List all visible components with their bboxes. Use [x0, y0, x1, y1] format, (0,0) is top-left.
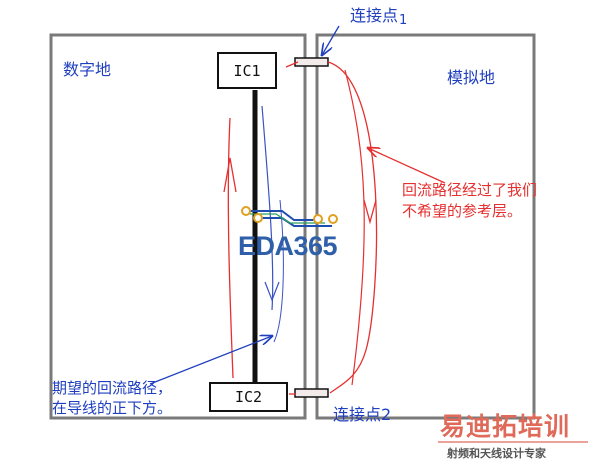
trace-via-symbol	[241, 206, 338, 227]
connection-point-2	[294, 388, 329, 398]
eda365-watermark: EDA365	[238, 231, 338, 261]
connection-point-1-label: 连接点1	[350, 6, 407, 28]
desired-return-path-line	[227, 117, 234, 379]
connection-point-1-index: 1	[399, 13, 408, 28]
connector1-label-leader	[322, 25, 340, 55]
ic2-label: IC2	[234, 388, 263, 406]
desired-path-note-line2: 在导线的正下方。	[52, 399, 173, 417]
signal-current-line	[261, 105, 274, 311]
connection-point-1	[294, 57, 329, 67]
ic1-label: IC1	[233, 61, 261, 80]
digital-ground-label: 数字地	[63, 60, 112, 79]
undesired-path-note-line2: 不希望的参考层。	[402, 202, 523, 220]
ic1-chip: IC1	[217, 52, 277, 89]
desired-annotation-arrow	[149, 336, 272, 385]
signal-current-arrow-head	[264, 281, 280, 302]
analog-ground-label: 模拟地	[447, 68, 496, 87]
undesired-path-note-line1: 回流路径经过了我们	[402, 181, 538, 199]
undesired-return-arrow-head	[363, 199, 377, 225]
desired-return-arrow-head	[223, 157, 237, 193]
logo-tagline: 射频和天线设计专家	[447, 447, 546, 460]
ic2-chip: IC2	[209, 382, 288, 412]
digital-ground-region	[49, 33, 307, 420]
undesired-annotation-arrow	[368, 148, 446, 184]
undesired-return-path-inner	[344, 69, 365, 386]
logo-name: 易迪拓培训	[440, 412, 571, 441]
connection-point-1-text: 连接点	[350, 6, 399, 25]
undesired-return-path-loop	[327, 61, 378, 394]
ic1-to-connector-red	[285, 61, 299, 68]
signal-current-line-2	[273, 199, 284, 343]
analog-ground-region	[315, 33, 536, 420]
connection-point-2-label: 连接点2	[333, 405, 392, 424]
desired-path-note-line1: 期望的回流路径，	[52, 379, 173, 397]
